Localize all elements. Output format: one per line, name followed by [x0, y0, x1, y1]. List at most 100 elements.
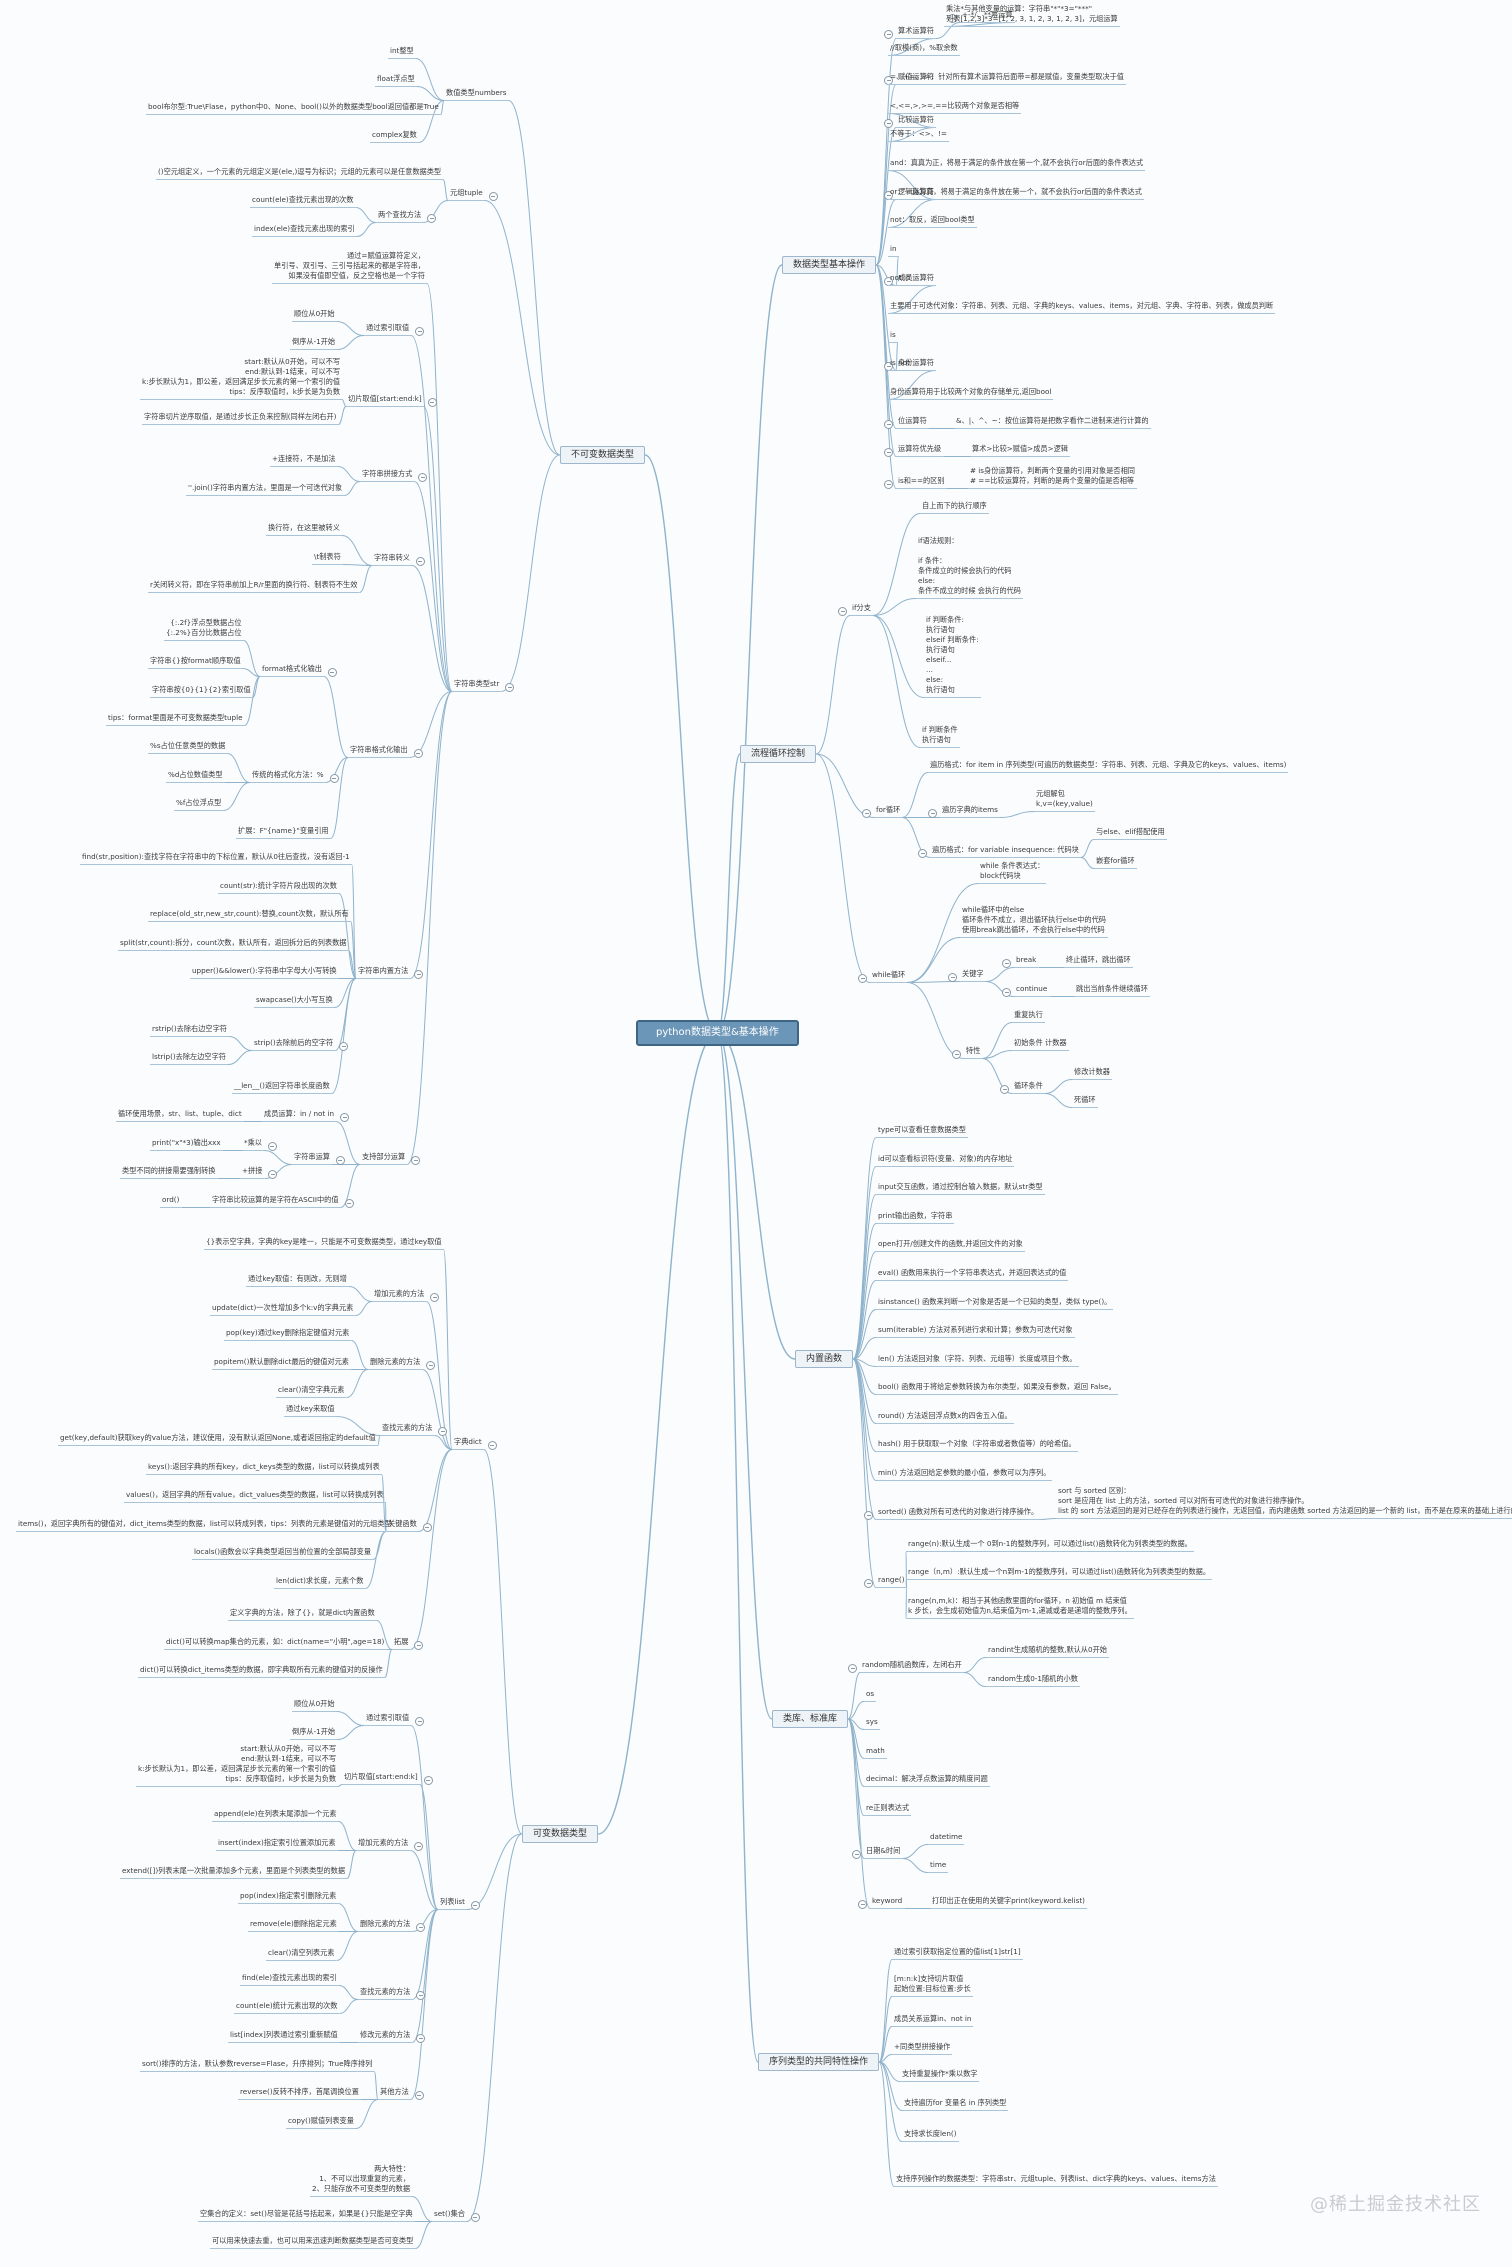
- mindmap-node[interactable]: 切片取值[start:end:k]: [346, 394, 424, 407]
- mindmap-node[interactable]: 嵌套for循环: [1094, 856, 1137, 869]
- mindmap-node[interactable]: 与else、elif搭配使用: [1094, 827, 1167, 840]
- collapse-toggle-icon[interactable]: [416, 1923, 426, 1932]
- mindmap-node[interactable]: split(str,count):拆分，count次数，默认所有，返回拆分后的列…: [118, 938, 349, 951]
- mindmap-node[interactable]: 换行符，在这里被转义: [266, 523, 342, 536]
- mindmap-node[interactable]: r关闭转义符，即在字符串前加上R/r里面的换行符、制表符不生效: [148, 580, 360, 593]
- collapse-toggle-icon[interactable]: [884, 420, 893, 429]
- collapse-toggle-icon[interactable]: [470, 1901, 480, 1910]
- collapse-toggle-icon[interactable]: [416, 2034, 426, 2043]
- mindmap-node[interactable]: %d占位数值类型: [166, 770, 225, 783]
- mindmap-node[interactable]: type可以查看任意数据类型: [876, 1125, 968, 1138]
- mindmap-node[interactable]: 循环条件: [1012, 1081, 1045, 1094]
- collapse-toggle-icon[interactable]: [918, 849, 927, 858]
- mindmap-node[interactable]: in: [888, 244, 899, 257]
- mindmap-node[interactable]: 类型不同的拼接需要强制转换: [120, 1166, 218, 1179]
- mindmap-node[interactable]: 身份运算符: [896, 358, 936, 371]
- mindmap-node[interactable]: 传统的格式化方法：%: [250, 770, 326, 783]
- mindmap-node[interactable]: open打开/创建文件的函数,并返回文件的对象: [876, 1239, 1025, 1252]
- mindmap-node[interactable]: extend([])列表末尾一次批量添加多个元素，里面是个列表类型的数据: [120, 1866, 348, 1879]
- mindmap-node[interactable]: range（n,m）:默认生成一个n到m-1的整数序列，可以通过list()函数…: [906, 1567, 1213, 1580]
- mindmap-node[interactable]: 自上而下的执行顺序: [920, 501, 989, 514]
- mindmap-node[interactable]: popitem()默认删除dict最后的键值对元素: [212, 1357, 351, 1370]
- collapse-toggle-icon[interactable]: [952, 1050, 961, 1059]
- mindmap-node[interactable]: range(n,m,k)：相当于其他函数里面的for循环，n 初始值 m 结束值…: [906, 1596, 1134, 1619]
- mindmap-node[interactable]: +连接符，不是加法: [270, 454, 338, 467]
- mindmap-node[interactable]: +拼接: [240, 1166, 265, 1179]
- mindmap-node[interactable]: dict()可以转换map集合的元素，如：dict(name="小明",age=…: [164, 1637, 387, 1650]
- mindmap-node[interactable]: //取模(商)，%取余数: [888, 43, 960, 56]
- mindmap-node[interactable]: ''.join()字符串内置方法，里面是一个可迭代对象: [186, 483, 345, 496]
- mindmap-node[interactable]: round() 方法返回浮点数x的四舍五入值。: [876, 1411, 1014, 1424]
- mindmap-node[interactable]: pop(key)通过key删除指定键值对元素: [224, 1328, 352, 1341]
- mindmap-node[interactable]: random随机函数库，左闭右开: [860, 1660, 964, 1673]
- mindmap-node[interactable]: 算术>比较>赋值>成员>逻辑: [970, 444, 1070, 457]
- mindmap-node[interactable]: range(n):默认生成一个 0到n-1的整数序列，可以通过list()函数转…: [906, 1539, 1194, 1552]
- mindmap-node[interactable]: 支持序列操作的数据类型：字符串str、元组tuple、列表list、dict字典…: [894, 2174, 1218, 2187]
- mindmap-node[interactable]: 重复执行: [1012, 1010, 1045, 1023]
- mindmap-node[interactable]: 算术运算符: [896, 26, 936, 39]
- mindmap-node[interactable]: or：一真为真，将易于满足的条件放在第一个，就不会执行or后面的条件表达式: [888, 187, 1144, 200]
- mindmap-node[interactable]: datetime: [928, 1832, 965, 1845]
- branch-builtin-functions[interactable]: 内置函数: [795, 1350, 854, 1368]
- mindmap-node[interactable]: locals()函数会以字典类型返回当前位置的全部局部变量: [192, 1547, 374, 1560]
- collapse-toggle-icon[interactable]: [1000, 1085, 1009, 1094]
- mindmap-node[interactable]: 通过key取值：有则改，无则增: [246, 1274, 349, 1287]
- collapse-toggle-icon[interactable]: [418, 473, 428, 482]
- mindmap-node[interactable]: 可以用来快速去重，也可以用来迅速判断数据类型是否可变类型: [210, 2236, 416, 2249]
- mindmap-node[interactable]: swapcase()大小写互换: [254, 995, 335, 1008]
- mindmap-node[interactable]: tips：format里面是不可变数据类型tuple: [106, 713, 245, 726]
- collapse-toggle-icon[interactable]: [411, 1156, 421, 1165]
- collapse-toggle-icon[interactable]: [1002, 959, 1011, 968]
- mindmap-node[interactable]: start:默认从0开始，可以不写 end:默认到-1结束，可以不写 k:步长默…: [136, 1744, 339, 1787]
- mindmap-node[interactable]: while 条件表达式： block代码块: [978, 861, 1047, 884]
- mindmap-node[interactable]: +同类型拼接操作: [892, 2042, 953, 2055]
- collapse-toggle-icon[interactable]: [505, 683, 515, 692]
- collapse-toggle-icon[interactable]: [414, 1641, 424, 1650]
- collapse-toggle-icon[interactable]: [438, 1427, 448, 1436]
- collapse-toggle-icon[interactable]: [864, 1579, 873, 1588]
- mindmap-node[interactable]: randint生成随机的整数,默认从0开始: [986, 1645, 1109, 1658]
- mindmap-node[interactable]: 两个查找方法: [376, 210, 424, 223]
- mindmap-node[interactable]: 字符串运算: [292, 1152, 332, 1165]
- mindmap-node[interactable]: remove(ele)删除指定元素: [248, 1919, 339, 1932]
- mindmap-node[interactable]: 字符串内置方法: [356, 966, 411, 979]
- mindmap-node[interactable]: 特性: [964, 1046, 983, 1059]
- mindmap-node[interactable]: 顺位从0开始: [292, 309, 337, 322]
- mindmap-node[interactable]: 乘法*与其他变量的运算：字符串"*"*3="***" 列表[1,2,3]*3=[…: [944, 4, 1120, 27]
- collapse-toggle-icon[interactable]: [838, 607, 847, 616]
- mindmap-node[interactable]: 不等于：<>、!=: [888, 129, 949, 142]
- mindmap-node[interactable]: 通过索引取值: [364, 1713, 412, 1726]
- mindmap-node[interactable]: 关键函数: [386, 1519, 419, 1532]
- collapse-toggle-icon[interactable]: [344, 1199, 354, 1208]
- mindmap-node[interactable]: [m:n:k]支持切片取值 起始位置:目标位置:步长: [892, 1974, 973, 1997]
- collapse-toggle-icon[interactable]: [414, 970, 424, 979]
- mindmap-node[interactable]: sys: [864, 1717, 880, 1730]
- mindmap-node[interactable]: id可以查看标识符(变量、对象)的内存地址: [876, 1154, 1015, 1167]
- collapse-toggle-icon[interactable]: [862, 809, 871, 818]
- mindmap-node[interactable]: sorted() 函数对所有可迭代的对象进行排序操作。: [876, 1507, 1041, 1520]
- mindmap-node[interactable]: 跳出当前条件继续循环: [1074, 984, 1150, 997]
- mindmap-node[interactable]: 修改元素的方法: [358, 2030, 413, 2043]
- mindmap-node[interactable]: 支持遍历for 变量名 in 序列类型: [902, 2098, 1009, 2111]
- branch-basic-operations[interactable]: 数据类型基本操作: [782, 256, 877, 274]
- collapse-toggle-icon[interactable]: [884, 448, 893, 457]
- collapse-toggle-icon[interactable]: [427, 398, 437, 407]
- mindmap-node[interactable]: append(ele)在列表末尾添加一个元素: [212, 1809, 339, 1822]
- collapse-toggle-icon[interactable]: [928, 809, 937, 818]
- mindmap-node[interactable]: {:.2f}浮点型数据占位 {:.2%}百分比数据占位: [164, 618, 244, 641]
- mindmap-node[interactable]: *乘以: [242, 1138, 264, 1151]
- collapse-toggle-icon[interactable]: [414, 2091, 424, 2100]
- mindmap-node[interactable]: 查找元素的方法: [380, 1423, 435, 1436]
- mindmap-node[interactable]: items()，返回字典所有的键值对，dict_items类型的数据，list可…: [16, 1519, 394, 1532]
- mindmap-node[interactable]: len(dict)求长度，元素个数: [274, 1576, 366, 1589]
- mindmap-node[interactable]: 支持求长度len(): [902, 2129, 959, 2142]
- collapse-toggle-icon[interactable]: [415, 327, 425, 336]
- mindmap-node[interactable]: float浮点型: [375, 74, 417, 87]
- mindmap-node[interactable]: os: [864, 1689, 877, 1702]
- collapse-toggle-icon[interactable]: [884, 480, 893, 489]
- collapse-toggle-icon[interactable]: [415, 557, 425, 566]
- collapse-toggle-icon[interactable]: [327, 668, 337, 677]
- mindmap-node[interactable]: {}表示空字典，字典的key是唯一，只能是不可变数据类型，通过key取值: [204, 1237, 444, 1250]
- mindmap-node[interactable]: input交互函数，通过控制台输入数据，默认str类型: [876, 1182, 1045, 1195]
- mindmap-node[interactable]: keyword: [870, 1896, 905, 1909]
